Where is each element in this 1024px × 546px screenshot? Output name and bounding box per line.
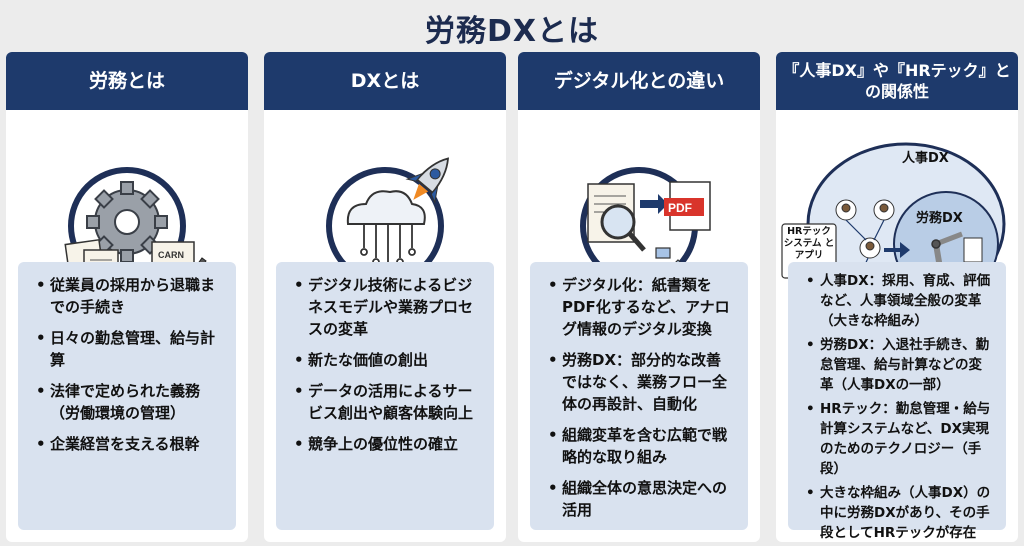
magnifier-icon	[600, 204, 646, 252]
column-heading: DXとは	[264, 52, 506, 110]
arrow-right-icon	[884, 242, 910, 258]
arrow-right-icon	[640, 194, 668, 214]
list-item: 組織変革を含む広範で戦略的な取り組み	[548, 424, 736, 468]
column-heading: デジタル化との違い	[518, 52, 760, 110]
list-item: デジタル技術によるビジネスモデルや業務プロセスの変革	[294, 274, 482, 340]
list-item: 競争上の優位性の確立	[294, 433, 482, 455]
column-dx: DXとは デジタル技術によるビジネスモデルや業務プロセスの変革 新たな価値の創出…	[264, 52, 506, 542]
list-item: 新たな価値の創出	[294, 349, 482, 371]
column-heading: 労務とは	[6, 52, 248, 110]
column-roumu: 労務とは CARN	[6, 52, 248, 542]
document-to-pdf-flow-icon: PDF	[580, 167, 711, 301]
pdf-file-icon: PDF	[664, 181, 711, 231]
cloud-icon	[346, 190, 426, 225]
hr-tech-label: HRテック システム と アプリ	[783, 226, 835, 261]
bullet-list: デジタル技術によるビジネスモデルや業務プロセスの変革 新たな価値の創出 データの…	[276, 262, 494, 530]
rocket-icon	[405, 157, 449, 205]
page-title: 労務DXとは	[424, 14, 600, 49]
outer-label: 人事DX	[902, 150, 949, 166]
document-icon	[963, 237, 983, 263]
bullet-list: デジタル化：紙書類をPDF化するなど、アナログ情報のデジタル変換 労務DX：部分…	[530, 262, 748, 530]
bullet-list: 人事DX：採用、育成、評価など、人事領域全般の変革（大きな枠組み） 労務DX：入…	[788, 262, 1006, 541]
list-item: 組織全体の意思決定への活用	[548, 477, 736, 521]
list-item: 労務DX：部分的な改善ではなく、業務フロー全体の再設計、自動化	[548, 349, 736, 415]
list-item: 人事DX：採用、育成、評価など、人事領域全般の変革（大きな枠組み）	[806, 271, 994, 331]
list-item: 労務DX：入退社手続き、勤怠管理、給与計算などの変革（人事DXの一部）	[806, 335, 994, 395]
list-item: データの活用によるサービス創出や顧客体験向上	[294, 380, 482, 424]
column-digitization-diff: デジタル化との違い PDF デジタル化	[518, 52, 760, 542]
cloud-rocket-icon	[326, 157, 449, 285]
pdf-label: PDF	[668, 201, 692, 215]
list-item: HRテック：勤怠管理・給与計算システムなど、DX実現のためのテクノロジー（手段）	[806, 399, 994, 479]
list-item: 従業員の採用から退職までの手続き	[36, 274, 224, 318]
list-item: 大きな枠組み（人事DX）の中に労務DXがあり、その手段としてHRテックが存在	[806, 483, 994, 542]
inner-label: 労務DX	[916, 210, 963, 226]
column-heading: 『人事DX』や『HRテック』との関係性	[776, 52, 1018, 110]
list-item: 法律で定められた義務（労働環境の管理）	[36, 380, 224, 424]
list-item: 企業経営を支える根幹	[36, 433, 224, 455]
bullet-list: 従業員の採用から退職までの手続き 日々の勤怠管理、給与計算 法律で定められた義務…	[18, 262, 236, 530]
column-relationship: 『人事DX』や『HRテック』との関係性 人事DX 労務DX HRテック システム…	[776, 52, 1018, 542]
document-stamp-text: CARN	[158, 250, 184, 260]
list-item: デジタル化：紙書類をPDF化するなど、アナログ情報のデジタル変換	[548, 274, 736, 340]
list-item: 日々の勤怠管理、給与計算	[36, 327, 224, 371]
